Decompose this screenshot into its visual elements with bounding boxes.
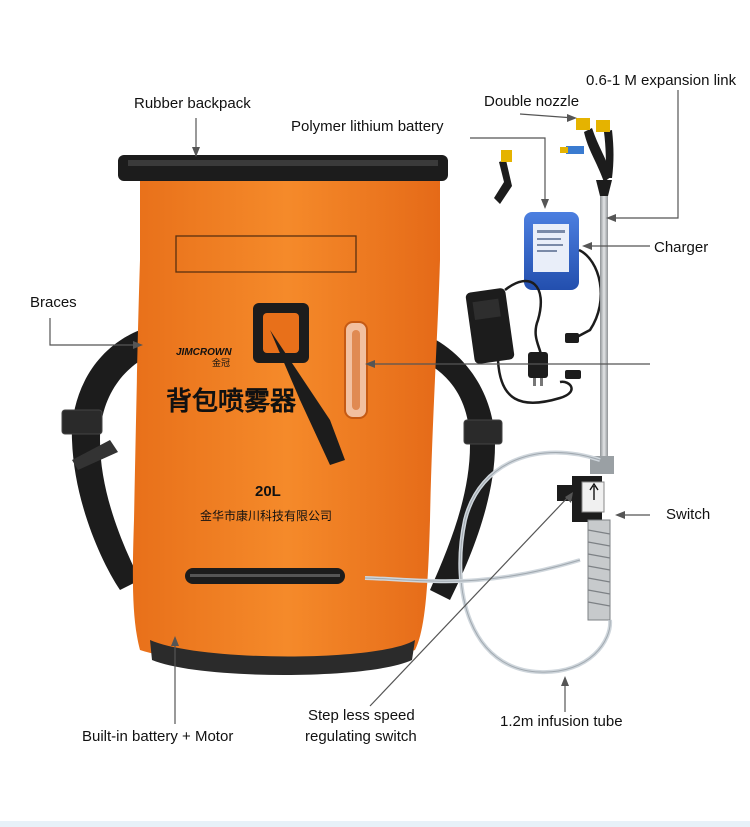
label-step-less-line1: Step less speed [308,707,415,724]
pointer-arrowheads [133,114,625,686]
bag-brand-cn: 金冠 [212,357,230,369]
label-charger: Charger [654,239,709,256]
label-double-nozzle: Double nozzle [484,93,580,110]
charger-adapter-icon [465,279,581,404]
pointer-lines [49,90,679,724]
label-builtin-battery-motor: Built-in battery + Motor [82,728,234,745]
label-braces: Braces [30,294,77,311]
backpack-body [118,155,448,675]
bag-capacity: 20L [255,483,281,500]
bag-brand: JIMCROWN [176,347,232,358]
braces-straps [61,330,503,600]
label-expansion-link: 0.6-1 M expansion link [586,72,737,89]
label-infusion-tube: 1.2m infusion tube [500,713,623,730]
infusion-tube-icon [364,450,613,675]
spray-lance-icon [557,180,614,621]
label-switch: Switch [666,506,711,523]
bag-title-cn: 背包喷雾器 [166,386,297,417]
label-polymer-battery: Polymer lithium battery [291,118,444,135]
bag-company-cn: 金华市康川科技有限公司 [200,508,332,523]
spare-nozzle-icon [494,150,512,204]
double-nozzle-icon [560,118,614,182]
bottom-border [0,821,750,827]
lithium-battery-icon [524,212,603,343]
label-rubber-backpack: Rubber backpack [134,95,251,112]
label-step-less-line2: regulating switch [305,728,417,745]
